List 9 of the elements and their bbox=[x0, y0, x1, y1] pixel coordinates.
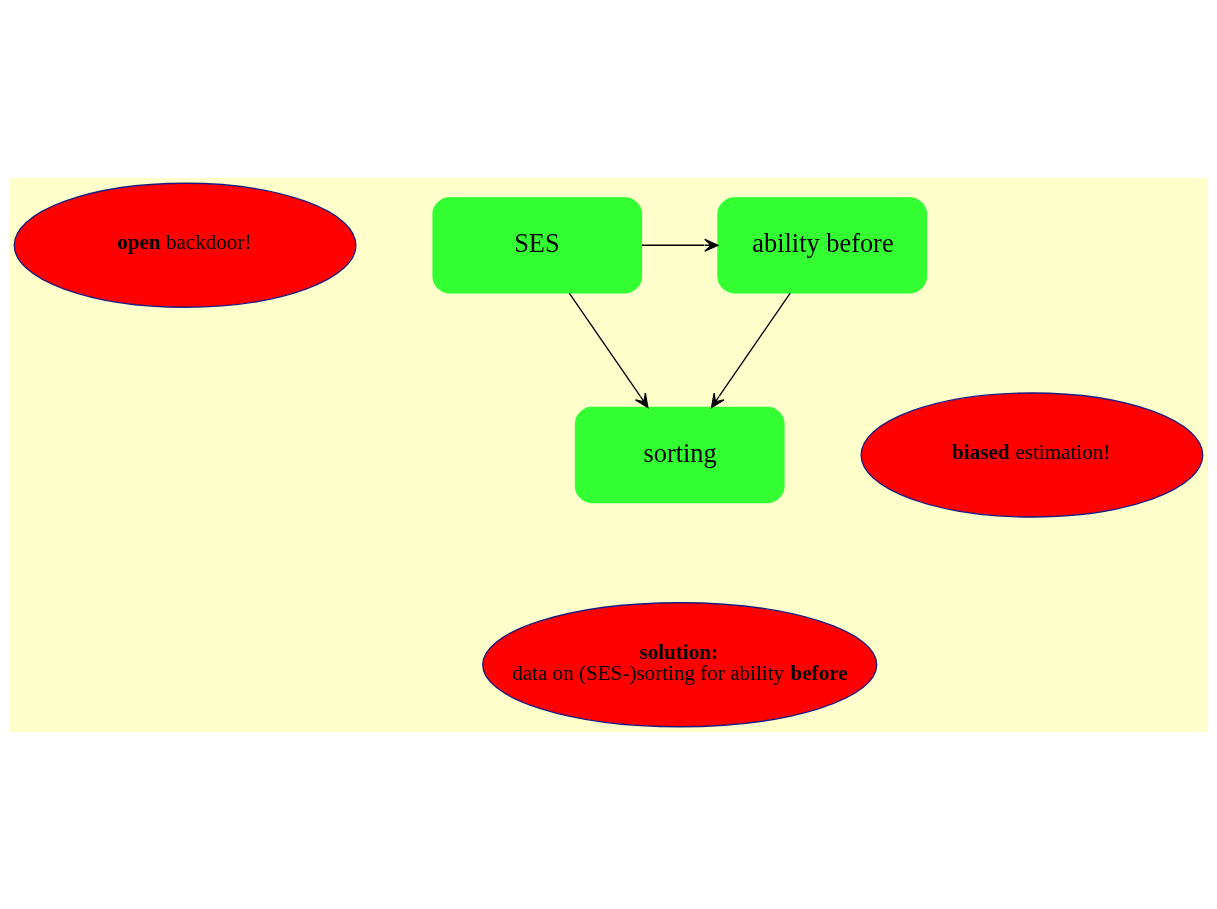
node-ellipse: open backdoor! bbox=[13, 182, 357, 308]
node-box: ability before bbox=[717, 196, 928, 293]
arrow bbox=[641, 238, 719, 252]
node-ellipse: solution: data on (SES-)sorting for ability before bbox=[482, 601, 878, 727]
node-box: sorting bbox=[574, 406, 785, 503]
node-box: SES bbox=[432, 196, 643, 293]
node-ellipse: biased estimation! bbox=[860, 391, 1204, 518]
arrow bbox=[710, 291, 791, 408]
arrow bbox=[568, 291, 649, 408]
